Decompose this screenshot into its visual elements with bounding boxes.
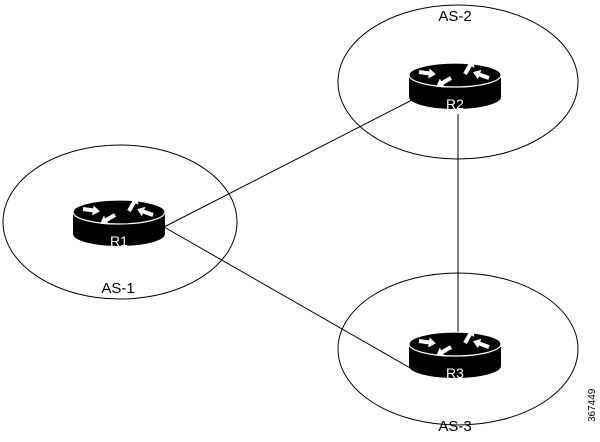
as-1-boundary	[2, 144, 238, 300]
as-3-label: AS-3	[438, 418, 471, 435]
router-label: R2	[446, 96, 464, 112]
router-r1: R1	[72, 193, 166, 249]
router-r3: R3	[408, 325, 502, 381]
as-2-label: AS-2	[438, 8, 471, 25]
link-r1-r3	[163, 226, 413, 370]
router-icon	[408, 56, 502, 109]
link-r1-r2	[163, 99, 413, 228]
as-1-label: AS-1	[101, 280, 134, 297]
router-r2: R2	[408, 56, 502, 112]
router-label: R3	[446, 365, 464, 381]
router-label: R1	[110, 233, 128, 249]
router-icon	[72, 193, 166, 246]
router-icon	[408, 325, 502, 378]
figure-id: 367449	[587, 388, 598, 422]
